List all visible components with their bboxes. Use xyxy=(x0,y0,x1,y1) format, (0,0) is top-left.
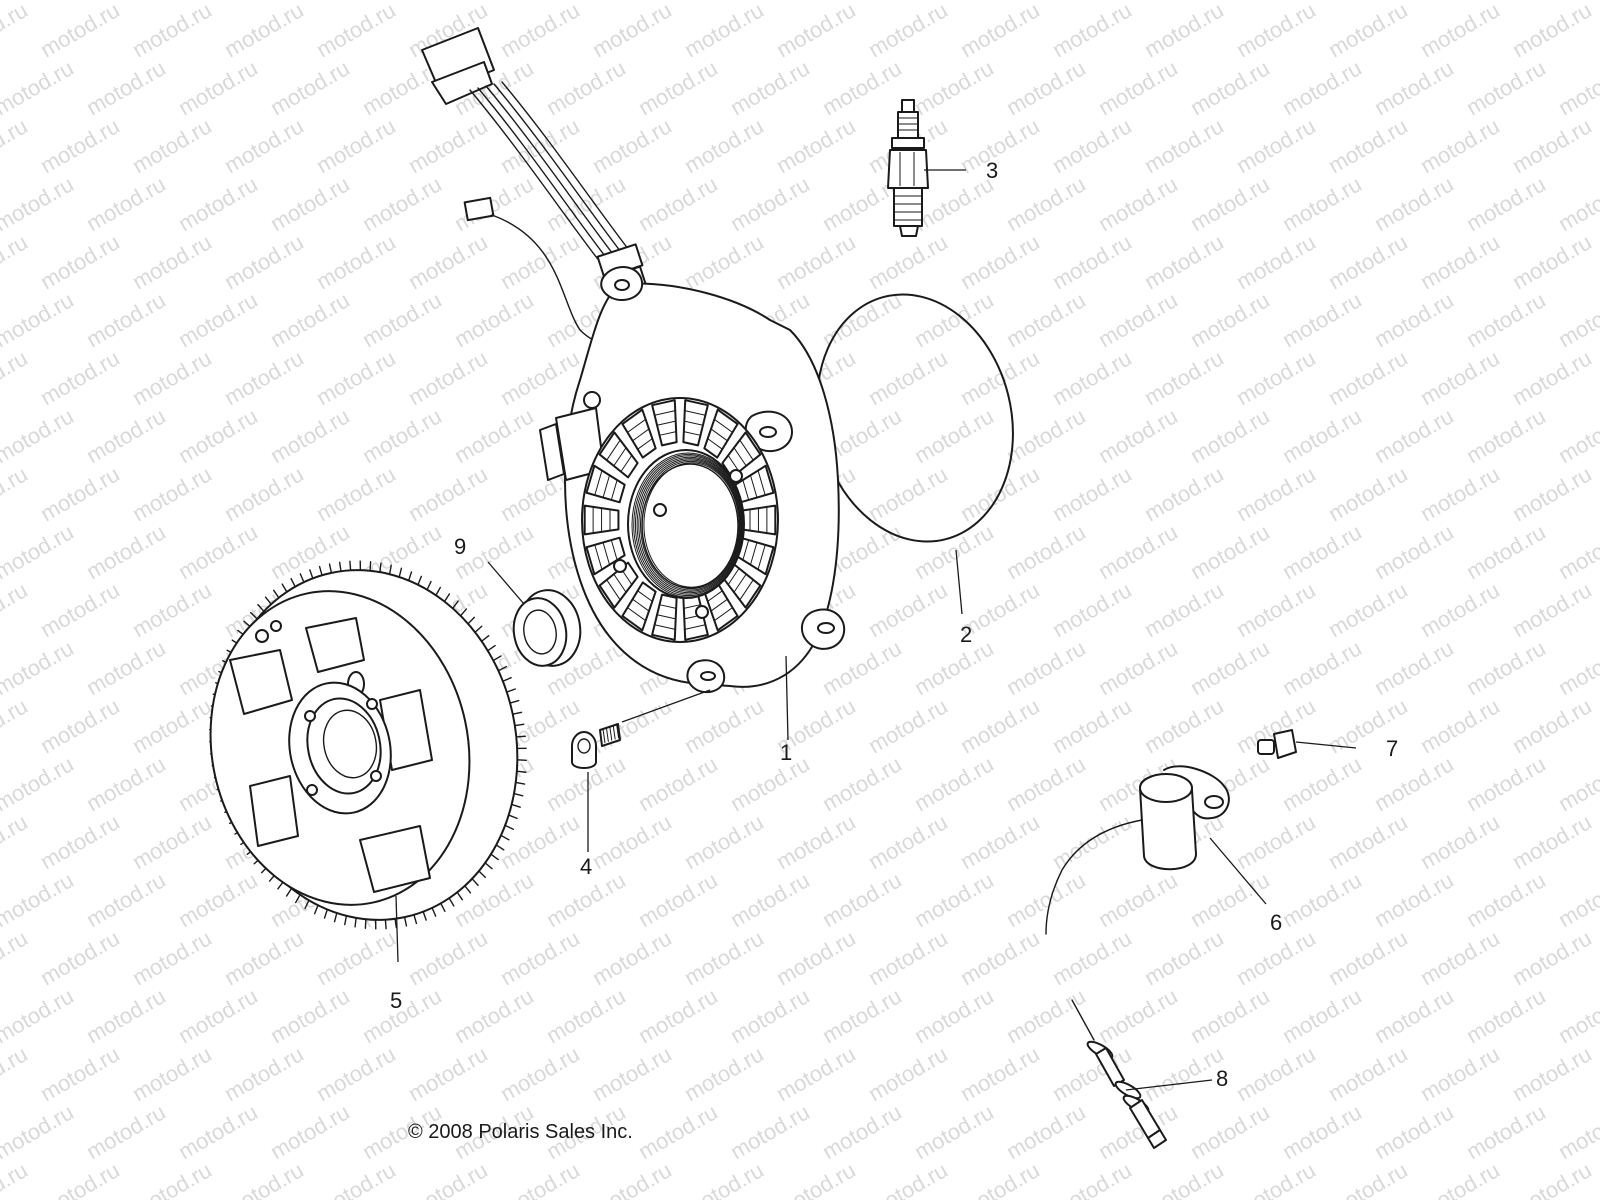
copyright-notice: © 2008 Polaris Sales Inc. xyxy=(408,1121,633,1143)
part-oil-seal xyxy=(512,589,582,667)
callout-5: 5 xyxy=(390,988,402,1013)
part-spark-plug xyxy=(887,99,929,237)
stator-bore-threads xyxy=(631,452,745,598)
callout-8: 8 xyxy=(1216,1066,1228,1091)
callout-7: 7 xyxy=(1386,736,1398,761)
callout-2: 2 xyxy=(960,622,972,647)
part-sensor-probe xyxy=(1071,999,1167,1149)
callout-1: 1 xyxy=(780,740,792,765)
callout-4: 4 xyxy=(580,854,592,879)
callout-labels: 3 2 1 4 5 7 6 8 9 xyxy=(390,158,1398,1091)
callout-9: 9 xyxy=(454,534,466,559)
part-coil xyxy=(1045,765,1230,935)
part-bolt xyxy=(571,723,621,769)
stator-coil-teeth xyxy=(583,399,777,641)
leader-lines xyxy=(395,169,1357,1091)
part-stator-assembly xyxy=(421,27,846,694)
callout-6: 6 xyxy=(1270,910,1282,935)
bolt-threads xyxy=(602,724,620,744)
callout-3: 3 xyxy=(986,158,998,183)
part-small-bolt xyxy=(1257,729,1297,759)
part-flywheel xyxy=(209,560,527,930)
